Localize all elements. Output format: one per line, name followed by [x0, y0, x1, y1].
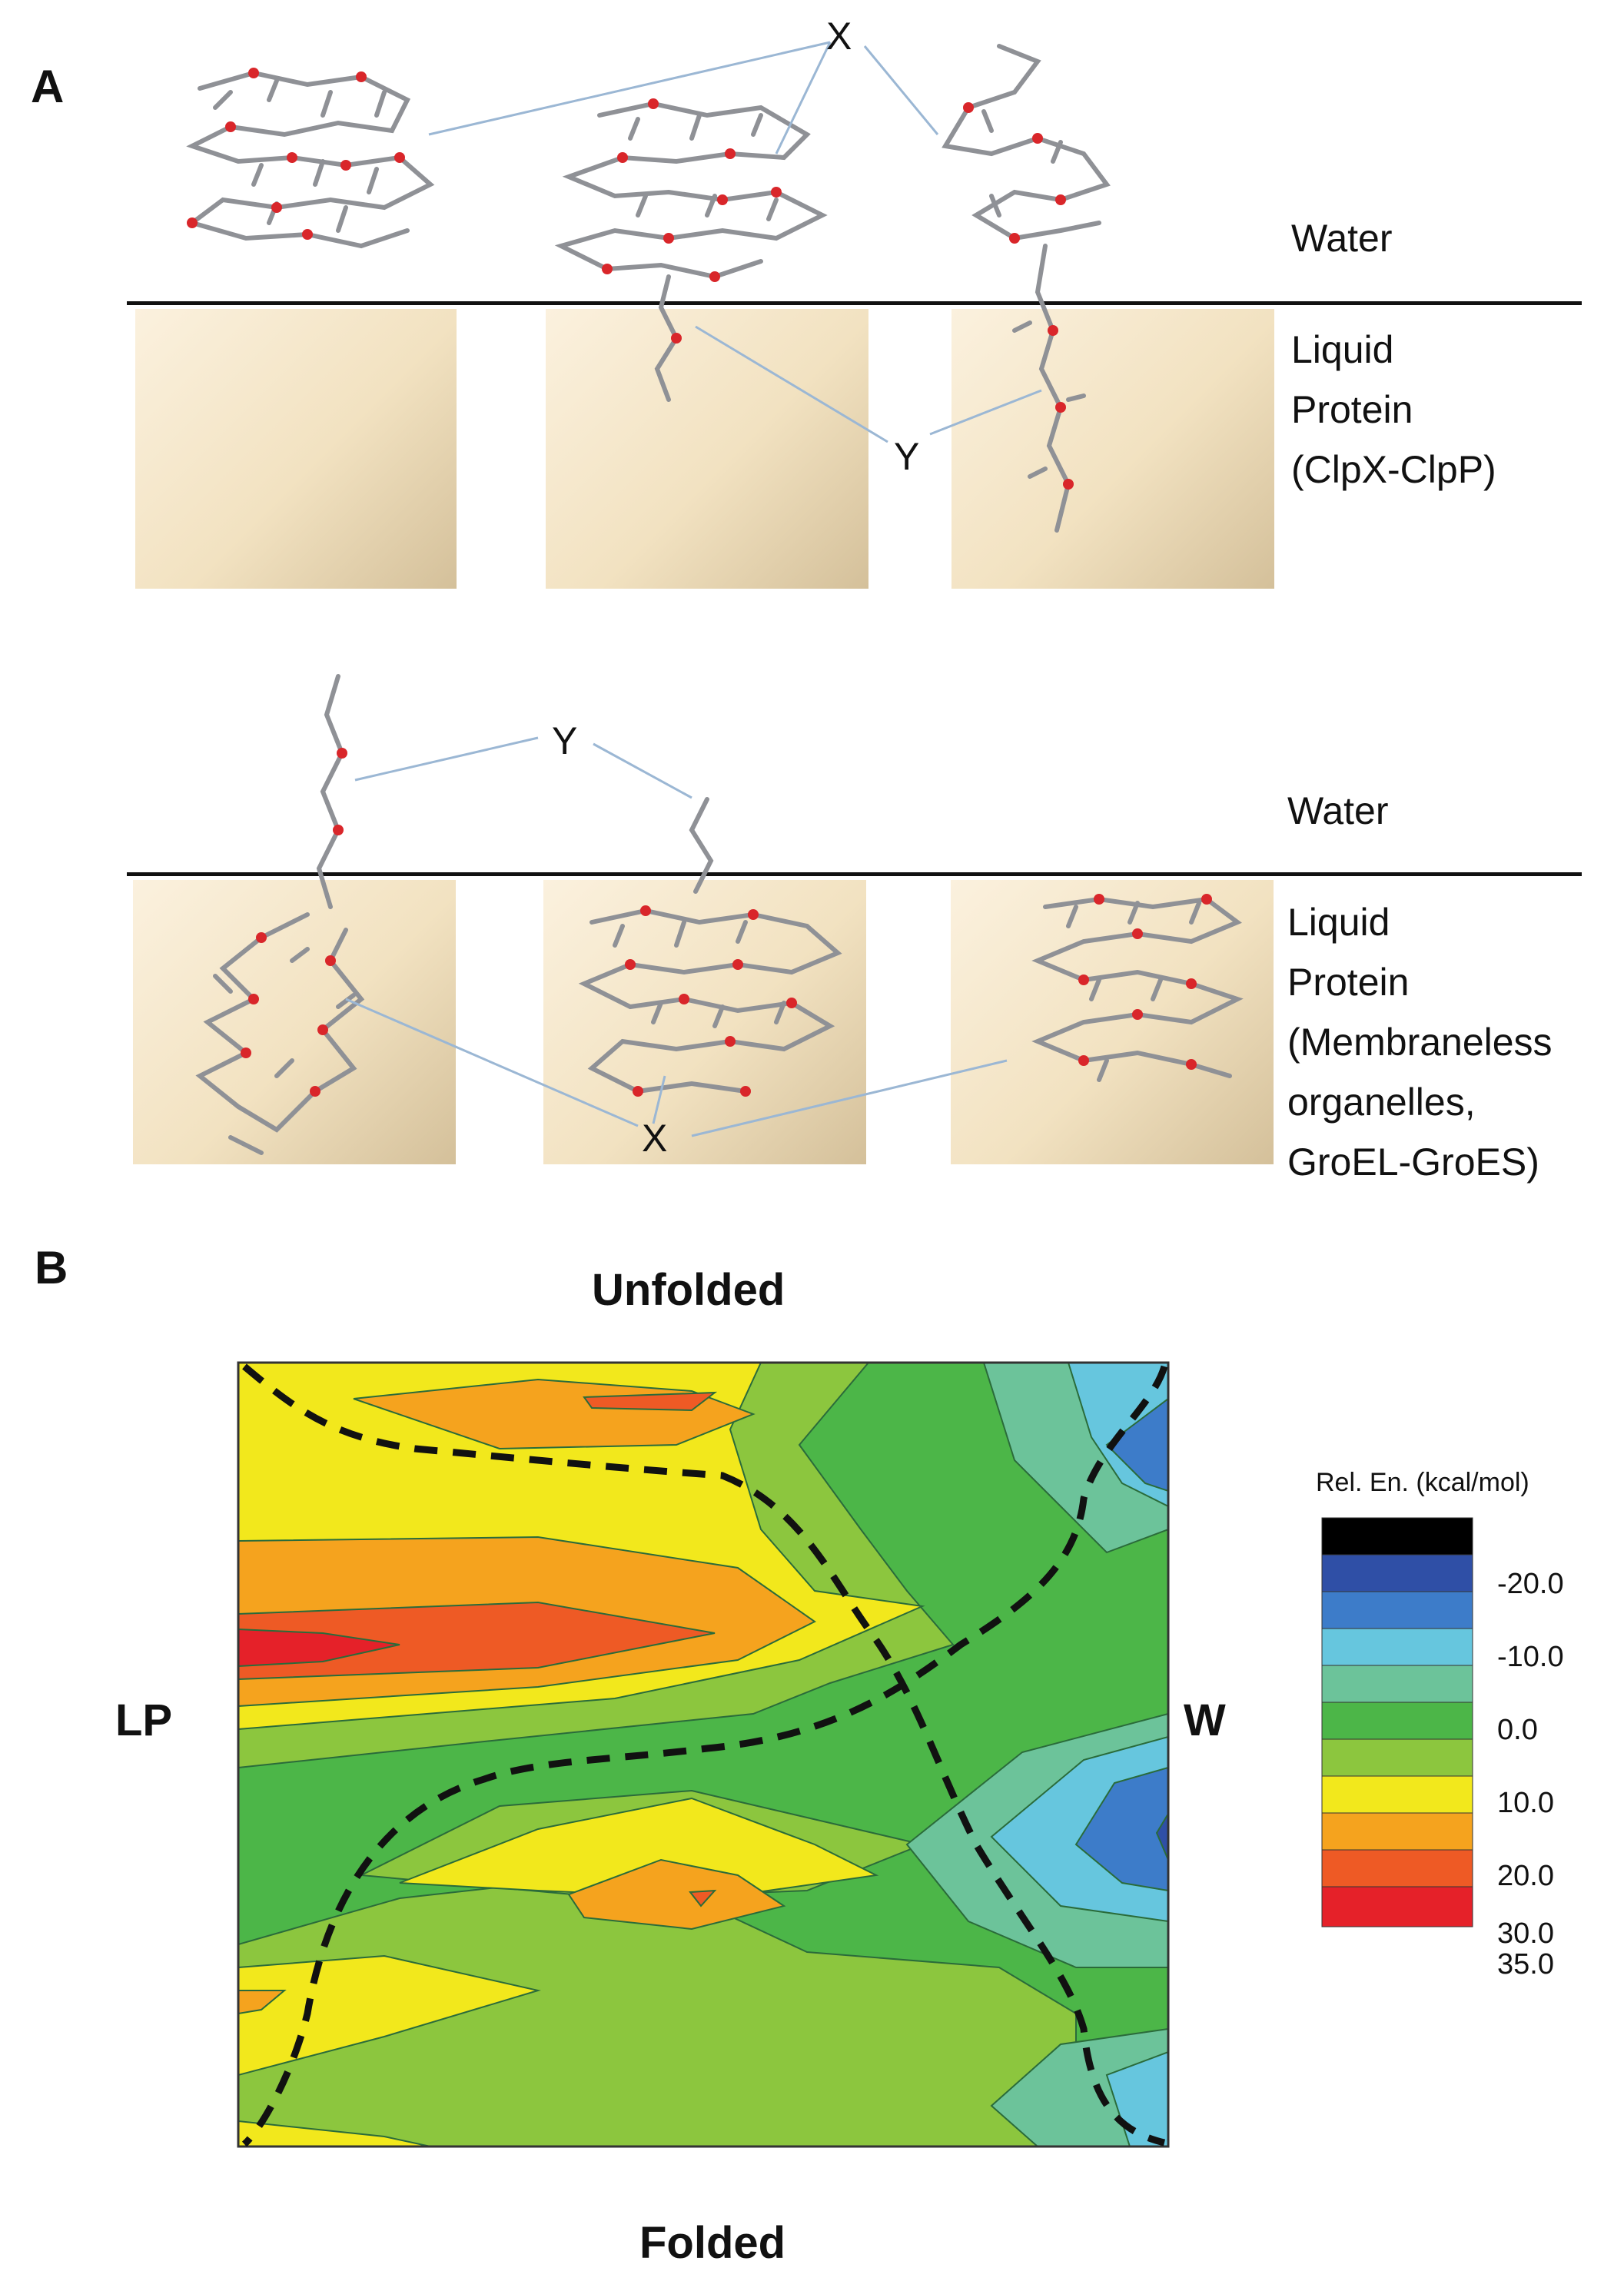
colorbar-swatch: [1321, 1812, 1473, 1851]
colorbar-tick: 35.0: [1497, 1948, 1554, 1981]
y-label: Y: [894, 435, 920, 478]
contour-level-25: [238, 1601, 716, 1681]
colorbar-title: Rel. En. (kcal/mol): [1316, 1468, 1529, 1497]
w-label: W: [1184, 1695, 1226, 1745]
liquid-protein-label: Liquid Protein (ClpX-ClpP): [1291, 328, 1496, 491]
colorbar-swatch: [1321, 1738, 1473, 1777]
water-label: Water: [1287, 789, 1389, 832]
contour-level-30: [238, 1628, 400, 1668]
lp-label: LP: [115, 1695, 173, 1745]
contour-level-15: [238, 1954, 541, 2077]
colorbar-swatch: [1321, 1849, 1473, 1888]
contour-level-neg10: [1105, 2050, 1168, 2147]
colorbar-swatch: [1321, 1702, 1473, 1740]
contour-level-neg20: [1155, 1812, 1168, 1861]
colorbar-swatch: [1321, 1775, 1473, 1814]
liquid-protein-box: [133, 880, 456, 1164]
pathway-protein-phase: [242, 1363, 1166, 2147]
contour-level-25: [583, 1391, 718, 1412]
colorbar-tick: 20.0: [1497, 1860, 1554, 1892]
protein-structures-bottom: [195, 674, 1244, 1155]
colorbar-swatch: [1321, 1886, 1473, 1927]
pathway-water-phase: [241, 1365, 1168, 2147]
liquid-protein-box: [543, 880, 866, 1164]
colorbar-tick: 10.0: [1497, 1787, 1554, 1819]
contour-level-25: [689, 1889, 717, 1907]
x-label: X: [826, 15, 852, 58]
water-label: Water: [1291, 217, 1393, 260]
x-label: X: [642, 1117, 668, 1160]
colorbar-swatch: [1321, 1554, 1473, 1592]
colorbar-tick: 30.0: [1497, 1917, 1554, 1950]
colorbar-swatch: [1321, 1628, 1473, 1666]
y-label: Y: [552, 719, 578, 762]
colorbar: [1321, 1517, 1473, 1927]
colorbar-swatch: [1321, 1665, 1473, 1703]
protein-structures-top: [186, 41, 1111, 533]
contour-level-15: [238, 2120, 431, 2147]
contour-level-neg15: [1074, 1766, 1168, 1892]
colorbar-tick: 0.0: [1497, 1714, 1538, 1746]
colorbar-tick: -20.0: [1497, 1568, 1564, 1600]
liquid-protein-label: Liquid Protein (Membraneless organelles,…: [1287, 901, 1553, 1184]
panel-a-label: A: [31, 61, 65, 112]
colorbar-swatch: [1321, 1591, 1473, 1629]
contour-level-10: [238, 1881, 1077, 2147]
folded-label: Folded: [639, 2218, 786, 2268]
colorbar-tick: -10.0: [1497, 1641, 1564, 1673]
colorbar-swatch: [1321, 1517, 1473, 1556]
contour-level-neg15: [1105, 1397, 1168, 1492]
plot-border: [237, 1361, 1170, 2148]
contour-level-20: [238, 1990, 287, 2015]
water-protein-interface-line: [127, 301, 1582, 305]
liquid-protein-box: [135, 309, 457, 589]
panel-b-label: B: [35, 1242, 68, 1293]
liquid-protein-box: [546, 309, 868, 589]
contour-level-15: [399, 1797, 879, 1900]
contour-level-20: [567, 1858, 786, 1931]
liquid-protein-box: [951, 309, 1274, 589]
unfolded-label: Unfolded: [592, 1265, 785, 1315]
water-protein-interface-line: [127, 872, 1582, 876]
